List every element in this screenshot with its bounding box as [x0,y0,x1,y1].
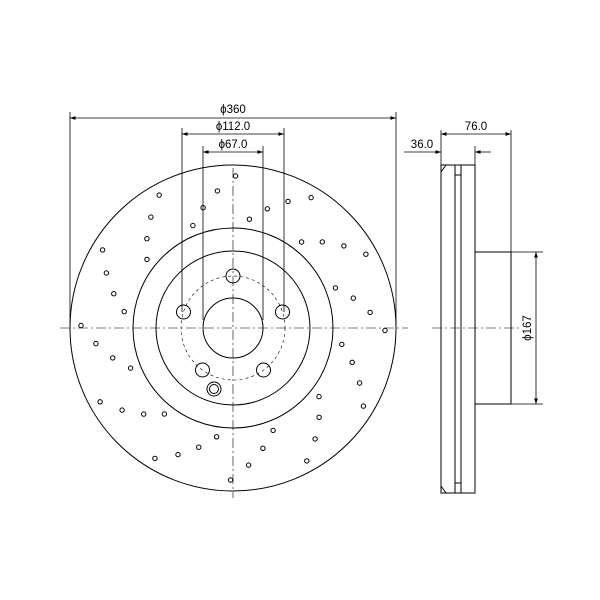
side-view: 76.0 36.0 ϕ167 [404,121,543,494]
drilled-hole [156,192,162,198]
drilled-hole [285,198,291,205]
drilled-hole [144,256,150,263]
bolt-hole [195,362,210,378]
drilled-hole [148,214,154,220]
drilled-hole [260,445,266,451]
chamfer-top [440,164,447,173]
drilled-hole [367,309,373,316]
locating-hole-inner [209,384,219,394]
drilled-hole [93,340,99,347]
hat-outer-edge [155,250,311,406]
friction-ring-inner-edge [132,227,334,429]
drilled-hole [196,444,202,450]
cross-drilled-holes [78,173,388,483]
drilled-hole [312,436,318,442]
drilled-hole [341,243,347,249]
bolt-circle [180,275,286,381]
drilled-hole [119,407,125,413]
drilled-hole [332,285,339,291]
drilled-hole [298,239,305,245]
locating-hole-outer [206,381,222,397]
disc-section-outline [440,164,476,494]
drilled-hole [144,236,150,242]
drilled-hole [111,291,117,297]
center-bore [202,297,264,359]
drilled-hole [339,341,345,348]
drilled-hole [350,295,356,301]
bolt-hole [275,304,290,320]
drilled-hole [121,308,127,315]
bolt-hole [256,362,271,378]
drilled-hole [141,411,147,417]
drilled-hole [103,270,110,276]
total-height-label: 76.0 [465,121,487,133]
drilled-hole [382,327,388,334]
drilled-hole [190,222,196,229]
drilled-hole [175,451,181,458]
drilled-hole [227,477,234,483]
outer-diameter-label: ϕ360 [220,104,246,116]
drilled-hole [319,239,325,245]
drilled-hole [99,247,106,253]
drilled-hole [308,194,314,201]
drilled-hole [127,365,134,371]
bolt-hole [225,268,241,284]
bolt-holes [176,268,290,378]
drilled-hole [363,251,369,257]
drilled-hole [245,462,252,468]
drilled-hole [349,359,355,365]
center-bore-diameter-label: ϕ67.0 [219,139,248,151]
front-view: ϕ360 ϕ112.0 ϕ67.0 [60,104,408,498]
drilled-hole [360,403,367,409]
hat-diameter-label: ϕ167 [522,315,534,341]
hat-section-outline [475,251,512,405]
drilled-hole [264,206,270,212]
drilled-hole [304,458,310,464]
drilled-hole [232,173,239,179]
drilled-hole [356,380,363,386]
disc-thickness-label: 36.0 [411,139,433,151]
bolt-hole [176,304,191,320]
drilled-hole [152,455,158,462]
chamfer-bottom [440,485,447,494]
drilled-hole [213,434,220,440]
drilled-hole [270,427,276,434]
drilled-hole [161,411,168,417]
bolt-circle-diameter-label: ϕ112.0 [216,121,250,133]
drilled-hole [78,322,84,329]
drilled-hole [316,393,322,400]
drilled-hole [97,399,103,405]
drilled-hole [214,188,221,194]
drilled-hole [246,216,253,222]
drilled-hole [316,414,322,420]
drilled-hole [110,355,116,361]
